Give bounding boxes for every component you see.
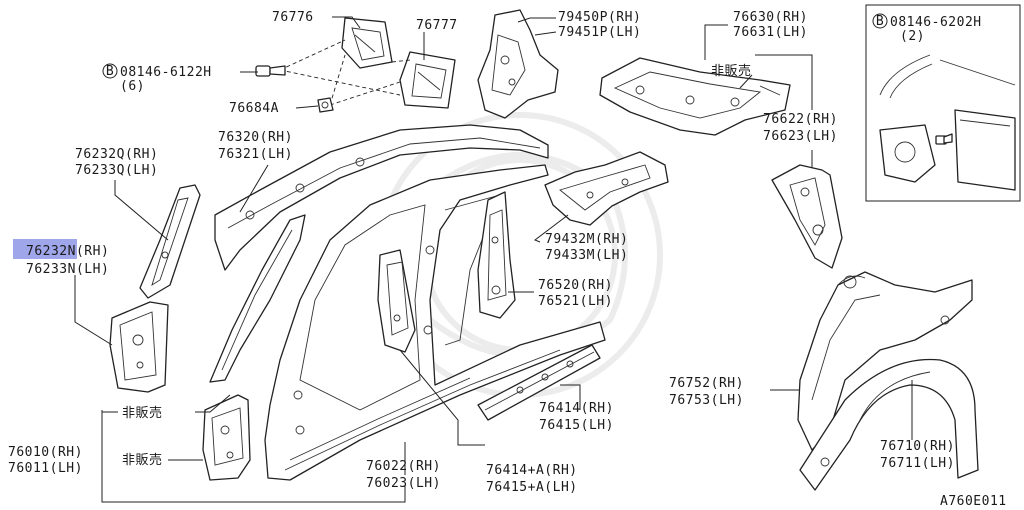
label-76777[interactable]: 76777 xyxy=(416,18,458,33)
part-76232q-reinforcement[interactable] xyxy=(139,184,201,299)
part-center-pillar[interactable] xyxy=(377,249,416,353)
label-76710[interactable]: 76710(RH) xyxy=(880,439,955,454)
detail-inset-box xyxy=(865,4,1021,202)
part-body-side-outer[interactable] xyxy=(264,164,606,481)
bolt-marker-letter: B xyxy=(106,64,114,79)
bolt-marker-6202: B xyxy=(872,13,888,29)
label-76023[interactable]: 76023(LH) xyxy=(366,476,441,491)
label-76414[interactable]: 76414(RH) xyxy=(539,401,614,416)
part-76622-rear-pillar[interactable] xyxy=(771,164,843,269)
part-76010-lower-inner[interactable] xyxy=(202,394,251,481)
part-76232n-lower-reinforcement[interactable] xyxy=(109,301,169,393)
label-79432m[interactable]: 79432M(RH) xyxy=(545,232,628,247)
label-76631[interactable]: 76631(LH) xyxy=(733,25,808,40)
leader-lines xyxy=(74,16,913,503)
label-76011[interactable]: 76011(LH) xyxy=(8,461,83,476)
label-79451p[interactable]: 79451P(LH) xyxy=(558,25,641,40)
label-76684a[interactable]: 76684A xyxy=(229,101,279,116)
label-bolt-6122-qty: (6) xyxy=(120,79,145,94)
clip-76684a-icon[interactable] xyxy=(317,97,334,113)
label-bolt-6202[interactable]: 08146-6202H xyxy=(890,15,982,30)
bolt-6202-icon[interactable] xyxy=(935,133,953,145)
label-76415[interactable]: 76415(LH) xyxy=(539,418,614,433)
bolt-marker-letter: B xyxy=(876,14,884,29)
part-76630-rear-panel[interactable] xyxy=(599,57,791,136)
label-76623[interactable]: 76623(LH) xyxy=(763,129,838,144)
part-76710-wheelhouse-outer[interactable] xyxy=(799,315,979,491)
label-not-sold-rear-panel: 非販売 xyxy=(711,63,752,79)
label-79433m[interactable]: 79433M(LH) xyxy=(545,248,628,263)
label-76010[interactable]: 76010(RH) xyxy=(8,445,83,460)
label-76232q[interactable]: 76232Q(RH) xyxy=(75,147,158,162)
label-not-sold-2: 非販売 xyxy=(122,452,163,468)
label-76521[interactable]: 76521(LH) xyxy=(538,294,613,309)
label-76233n[interactable]: 76233N(LH) xyxy=(26,262,109,277)
label-76320[interactable]: 76320(RH) xyxy=(218,130,293,145)
alignment-dashes xyxy=(279,39,411,106)
label-76022[interactable]: 76022(RH) xyxy=(366,459,441,474)
bolt-marker-6122: B xyxy=(102,63,118,79)
label-76321[interactable]: 76321(LH) xyxy=(218,147,293,162)
part-76414-sill[interactable] xyxy=(477,344,601,421)
part-76776-bracket[interactable] xyxy=(341,17,393,69)
selected-part-highlight xyxy=(13,239,77,259)
label-76233q[interactable]: 76233Q(LH) xyxy=(75,163,158,178)
label-76414a[interactable]: 76414+A(RH) xyxy=(486,463,578,478)
part-79432m-gusset[interactable] xyxy=(544,151,669,226)
part-76777-bracket[interactable] xyxy=(399,51,456,109)
part-76520-pillar-inner[interactable] xyxy=(477,191,516,319)
label-not-sold-1: 非販売 xyxy=(122,405,163,421)
label-76232n[interactable]: 76232N(RH) xyxy=(26,244,109,259)
label-76630[interactable]: 76630(RH) xyxy=(733,10,808,25)
label-79450p[interactable]: 79450P(RH) xyxy=(558,10,641,25)
part-79450p-gusset[interactable] xyxy=(477,9,559,119)
part-labels: 76776 76777 79450P(RH) 79451P(LH) 76630(… xyxy=(8,10,1007,509)
label-76520[interactable]: 76520(RH) xyxy=(538,278,613,293)
label-76776[interactable]: 76776 xyxy=(272,10,314,25)
label-76711[interactable]: 76711(LH) xyxy=(880,456,955,471)
diagram-code: A760E011 xyxy=(940,494,1007,509)
part-76320-roof-rail[interactable] xyxy=(214,124,549,271)
label-76752[interactable]: 76752(RH) xyxy=(669,376,744,391)
label-76753[interactable]: 76753(LH) xyxy=(669,393,744,408)
part-front-pillar[interactable] xyxy=(209,214,306,383)
bolt-6122-icon[interactable] xyxy=(255,65,286,77)
label-76622[interactable]: 76622(RH) xyxy=(763,112,838,127)
label-bolt-6122[interactable]: 08146-6122H xyxy=(120,65,212,80)
label-76415a[interactable]: 76415+A(LH) xyxy=(486,480,578,495)
label-bolt-6202-qty: (2) xyxy=(900,29,925,44)
